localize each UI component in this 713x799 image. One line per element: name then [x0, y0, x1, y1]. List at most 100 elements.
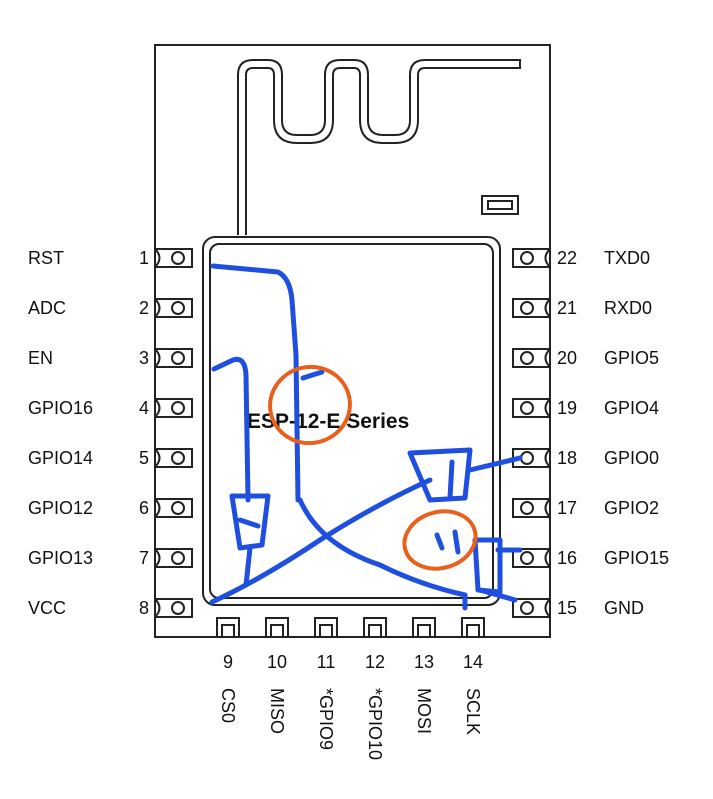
pin-castellation [544, 348, 551, 368]
ink-stroke-vertical [293, 352, 301, 503]
pin-number: 22 [557, 248, 577, 268]
pin-castellation [154, 598, 161, 618]
component-smd [481, 195, 519, 215]
pin-pad [155, 548, 193, 568]
blue-ink-annotations [209, 263, 523, 611]
ink-rect-right-upper [407, 447, 473, 503]
pin-pad [155, 398, 193, 418]
pin-pad [363, 617, 387, 638]
pin-hole [520, 551, 534, 565]
pin-pad [412, 617, 436, 638]
pin-hole [171, 351, 185, 365]
pin-name: VCC [28, 598, 66, 618]
pin-number: 21 [557, 298, 577, 318]
pin-hole [319, 624, 333, 638]
module-title: ESP-12-E Series [247, 410, 409, 433]
pin-name: GPIO2 [604, 498, 659, 518]
pin-name: GPIO12 [28, 498, 93, 518]
bottom-pin-11: 11 *GPIO9 [314, 617, 338, 750]
pin-pad [155, 448, 193, 468]
pin-name: TXD0 [604, 248, 650, 268]
pin-number: 10 [267, 652, 287, 672]
orange-ink-annotations [268, 364, 478, 571]
pin-number: 5 [139, 448, 149, 468]
pin-pad [216, 617, 240, 638]
pin-name: GND [604, 598, 644, 618]
pin-hole [466, 624, 480, 638]
pin-hole [368, 624, 382, 638]
pin-castellation [154, 398, 161, 418]
ink-stroke-top [210, 263, 299, 358]
pin-hole [520, 301, 534, 315]
ink-stroke-diagonal-down [297, 497, 468, 611]
pin-castellation [154, 298, 161, 318]
pin-name: SCLK [463, 688, 483, 735]
pin-number: 13 [414, 652, 434, 672]
pin-name: GPIO13 [28, 548, 93, 568]
pin-number: 20 [557, 348, 577, 368]
pin-name: EN [28, 348, 53, 368]
pin-pad [512, 298, 550, 318]
pin-number: 2 [139, 298, 149, 318]
orange-circle-upper [268, 364, 352, 446]
pin-number: 18 [557, 448, 577, 468]
pin-pad [155, 598, 193, 618]
pin-castellation [544, 448, 551, 468]
pin-pad [512, 498, 550, 518]
pin-hole [221, 624, 235, 638]
pin-hole [171, 401, 185, 415]
pin-number: 9 [223, 652, 233, 672]
pin-number: 11 [317, 652, 336, 672]
pin-castellation [544, 498, 551, 518]
left-pin-6: 6 GPIO12 [28, 498, 193, 518]
pin-number: 12 [365, 652, 385, 672]
pin-hole [520, 401, 534, 415]
shield-can-inner [209, 243, 494, 599]
ink-stroke-lower-mark-a [434, 532, 445, 551]
bottom-pin-12: 12*GPIO10 [363, 617, 387, 760]
right-pin-22: 22 TXD0 [512, 248, 650, 268]
pin-hole [520, 601, 534, 615]
pin-castellation [154, 348, 161, 368]
pin-castellation [154, 548, 161, 568]
pin-name: MISO [267, 688, 287, 734]
pin-hole [270, 624, 284, 638]
pin-name: GPIO14 [28, 448, 93, 468]
pin-hole [171, 551, 185, 565]
pin-castellation [154, 448, 161, 468]
pin-pad [155, 348, 193, 368]
ink-stroke-left [211, 356, 251, 503]
ink-stroke-to-gnd [477, 587, 518, 603]
pin-pad [155, 498, 193, 518]
pin-pad [512, 248, 550, 268]
pin-number: 14 [463, 652, 483, 672]
pin-name: ADC [28, 298, 66, 318]
pin-pad [512, 348, 550, 368]
pin-name: MOSI [414, 688, 434, 734]
pin-pad [265, 617, 289, 638]
left-pin-2: 2 ADC [28, 298, 193, 318]
ink-rect-right-lower [472, 537, 503, 595]
component-smd-body [487, 200, 513, 210]
pin-number: 6 [139, 498, 149, 518]
antenna-trace [237, 59, 521, 235]
pin-castellation [154, 498, 161, 518]
pin-number: 15 [557, 598, 577, 618]
pin-hole [417, 624, 431, 638]
ink-stroke-left-mark [237, 517, 261, 529]
pin-castellation [544, 598, 551, 618]
pin-number: 4 [139, 398, 149, 418]
pin-name: GPIO5 [604, 348, 659, 368]
pin-name: GPIO4 [604, 398, 659, 418]
pin-castellation [544, 298, 551, 318]
pin-name: *GPIO9 [316, 688, 336, 750]
